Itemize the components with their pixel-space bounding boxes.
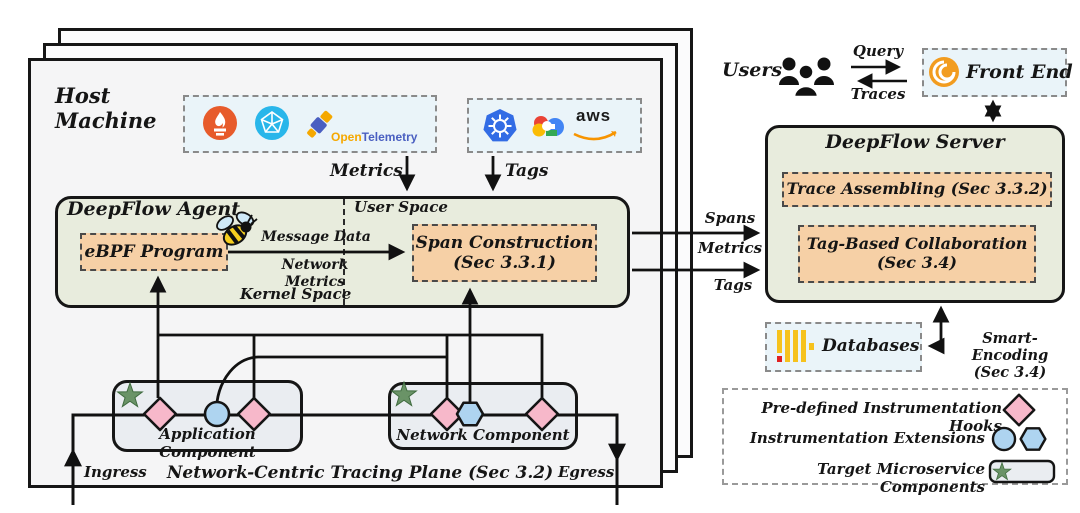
application-component-label: Application Component	[159, 425, 256, 461]
host-machine-label: Host Machine	[55, 83, 157, 133]
egress-label: Egress	[558, 463, 615, 481]
legend-extensions-label: Instrumentation Extensions	[749, 429, 985, 447]
prometheus-icon	[203, 106, 237, 140]
extension-bus-line	[215, 355, 447, 403]
tag-based-collaboration-box: Tag-Based Collaboration (Sec 3.4)	[798, 225, 1036, 283]
ebpf-bee-icon	[216, 211, 258, 246]
telegraf-icon	[255, 106, 289, 140]
span-construction-box: Span Construction (Sec 3.3.1)	[412, 224, 597, 282]
legend-hooks-label: Pre-defined Instrumentation Hooks	[761, 399, 1002, 435]
server-databases-arrow	[927, 305, 950, 355]
grafana-icon	[929, 57, 959, 87]
spans-flow-label: Spans	[704, 209, 756, 227]
ebpf-program-box: eBPF Program	[80, 233, 228, 271]
query-label: Query	[852, 42, 904, 60]
front-end-label: Front End	[966, 61, 1073, 83]
ebpf-program-label: eBPF Program	[84, 241, 224, 262]
users-group-icon	[779, 57, 834, 99]
network-metrics-label: Network Metrics	[281, 257, 349, 290]
legend-symbols	[988, 393, 1056, 484]
extension-circle	[203, 400, 231, 428]
clickhouse-icon	[777, 330, 814, 362]
tracing-plane-label: Network-Centric Tracing Plane (Sec 3.2)	[166, 463, 554, 483]
network-component-label: Network Component	[396, 426, 570, 444]
databases-label: Databases	[822, 336, 920, 356]
trace-assembling-box: Trace Assembling (Sec 3.3.2)	[782, 172, 1052, 207]
metrics-flow-label: Metrics	[697, 239, 763, 257]
databases-box	[765, 322, 922, 372]
otel-telemetry-text: Telemetry	[361, 130, 418, 145]
hook-bus-line	[158, 333, 544, 398]
connection-lines	[64, 59, 1002, 505]
instrumentation-symbols	[117, 381, 560, 432]
tags-flow-label: Tags	[713, 276, 753, 294]
ingress-label: Ingress	[84, 463, 147, 481]
google-cloud-icon	[532, 116, 564, 137]
traces-label: Traces	[850, 85, 906, 103]
legend-components-label: Target Microservice Components	[817, 460, 985, 496]
metrics-source-label: Metrics	[330, 161, 403, 181]
server-title: DeepFlow Server	[825, 131, 1005, 153]
target-component-star-icon	[391, 381, 417, 407]
aws-icon	[573, 130, 617, 141]
legend-hook-diamond	[1002, 393, 1036, 427]
span-construction-label: Span Construction (Sec 3.3.1)	[415, 232, 594, 273]
opentelemetry-wordmark: OpenTelemetry	[331, 116, 417, 144]
kubernetes-icon	[483, 109, 517, 142]
users-label: Users	[722, 59, 783, 81]
otel-open-text: Open	[331, 130, 362, 145]
extension-hexagon	[455, 401, 485, 427]
trace-assembling-label: Trace Assembling (Sec 3.3.2)	[786, 179, 1048, 199]
kernel-space-label: Kernel Space	[240, 285, 352, 303]
target-component-star-icon	[117, 382, 143, 408]
agent-title: DeepFlow Agent	[67, 198, 240, 220]
message-data-label: Message Data	[261, 229, 371, 245]
legend-extension-hexagon	[1019, 427, 1047, 451]
smart-encoding-label: Smart-Encoding (Sec 3.4)	[971, 330, 1049, 382]
opentelemetry-icon	[307, 110, 333, 138]
user-space-label: User Space	[354, 198, 448, 216]
tags-source-label: Tags	[505, 161, 549, 181]
tag-based-collaboration-label: Tag-Based Collaboration (Sec 3.4)	[806, 234, 1028, 272]
aws-wordmark: aws	[576, 106, 612, 125]
